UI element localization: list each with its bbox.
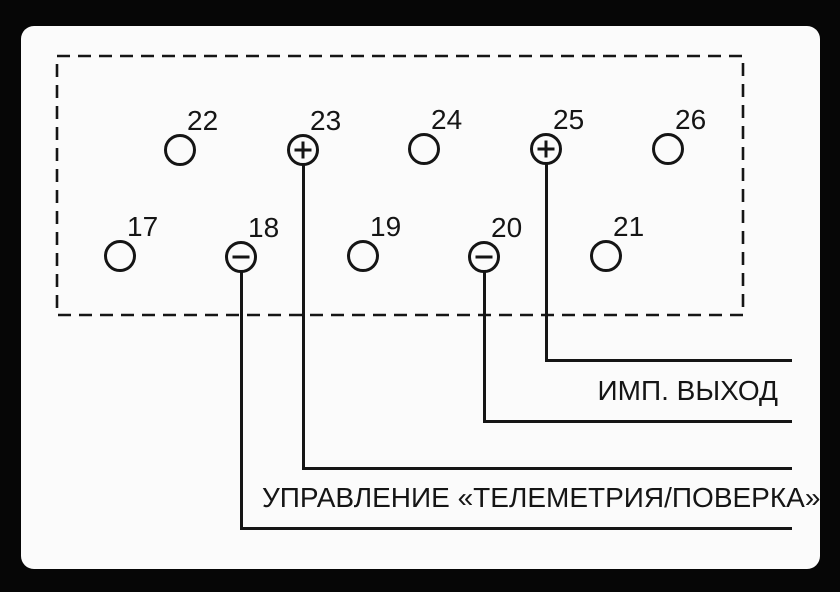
terminal-circle: [530, 133, 562, 165]
terminal-number: 23: [310, 105, 342, 136]
terminal-number: 20: [491, 212, 523, 243]
terminal-number: 18: [248, 212, 280, 243]
terminal-number: 19: [370, 211, 402, 242]
terminal-circle: [347, 240, 379, 272]
wire-horizontal-terminal-23: [301, 467, 792, 470]
wire-horizontal-terminal-18: [239, 527, 792, 530]
wire-vertical-terminal-25: [544, 163, 548, 362]
terminal-25: 25: [530, 106, 584, 165]
terminal-circle: [225, 241, 257, 273]
terminal-21: 21: [590, 213, 644, 272]
telemetry-verification-control-label: УПРАВЛЕНИЕ «ТЕЛЕМЕТРИЯ/ПОВЕРКА»: [262, 482, 821, 513]
terminal-17: 17: [104, 213, 158, 272]
wire-vertical-terminal-20: [482, 271, 486, 423]
terminal-number: 21: [613, 211, 645, 242]
terminal-number: 17: [127, 211, 159, 242]
terminal-circle: [652, 133, 684, 165]
terminal-circle: [287, 134, 319, 166]
wire-horizontal-terminal-25: [544, 359, 792, 362]
terminal-24: 24: [408, 106, 462, 165]
terminal-circle: [468, 241, 500, 273]
pulse-output-label: ИМП. ВЫХОД: [597, 375, 778, 406]
wire-vertical-terminal-23: [301, 164, 305, 470]
terminal-19: 19: [347, 213, 401, 272]
terminal-number: 24: [431, 104, 463, 135]
wire-vertical-terminal-18: [239, 271, 243, 530]
terminal-number: 26: [675, 104, 707, 135]
terminal-circle: [164, 134, 196, 166]
terminal-23: 23: [287, 107, 341, 166]
terminal-circle: [408, 133, 440, 165]
terminal-circle: [104, 240, 136, 272]
terminal-number: 22: [187, 105, 219, 136]
terminal-26: 26: [652, 106, 706, 165]
terminal-circle: [590, 240, 622, 272]
diagram-panel: [21, 26, 820, 569]
terminal-22: 22: [164, 107, 218, 166]
wire-horizontal-terminal-20: [482, 420, 792, 423]
terminal-18: 18: [225, 214, 279, 273]
terminal-20: 20: [468, 214, 522, 273]
terminal-number: 25: [553, 104, 585, 135]
